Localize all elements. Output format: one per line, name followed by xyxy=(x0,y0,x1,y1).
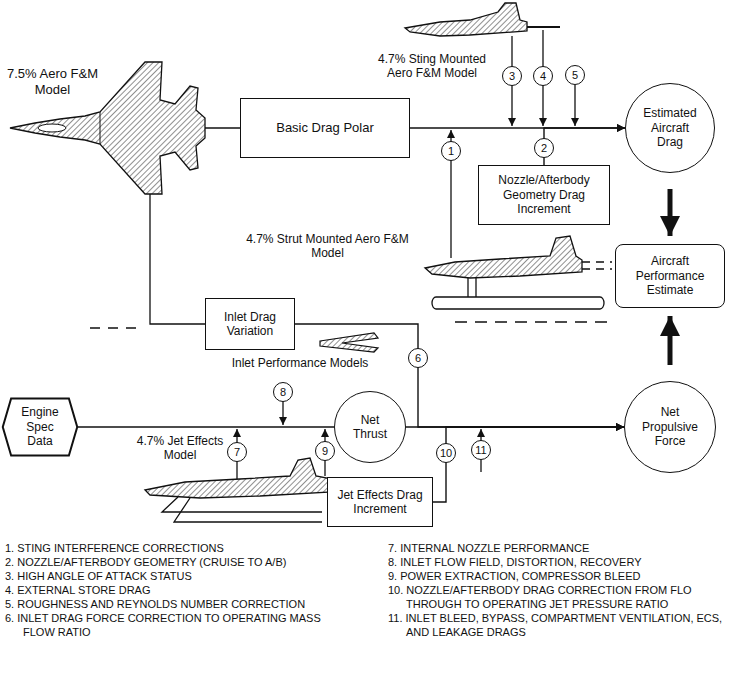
estimate-box: Aircraft Performance Estimate xyxy=(615,244,725,308)
callout-number: 6 xyxy=(408,348,428,368)
model-label: 4.7% Jet Effects Model xyxy=(130,434,230,463)
callout-number: 7 xyxy=(227,442,247,462)
node-text: Net Thrust xyxy=(348,413,392,442)
node-text: Nozzle/Afterbody Geometry Drag Increment xyxy=(488,173,600,216)
strut-model xyxy=(425,236,582,278)
node-text: Jet Effects Drag Increment xyxy=(337,488,423,517)
callout-number: 9 xyxy=(315,441,335,461)
note-item: 1. STING INTERFERENCE CORRECTIONS xyxy=(5,541,325,555)
flow-line xyxy=(433,427,624,502)
callout-number: 8 xyxy=(273,382,293,402)
model-label: Inlet Performance Models xyxy=(215,356,385,370)
result-arrow xyxy=(668,189,673,236)
result-arrow xyxy=(668,316,673,365)
notes-column: 1. STING INTERFERENCE CORRECTIONS2. NOZZ… xyxy=(5,541,325,639)
sting-model xyxy=(405,3,527,36)
increment-box: Nozzle/Afterbody Geometry Drag Increment xyxy=(478,165,610,225)
model-label: 4.7% Sting Mounted Aero F&M Model xyxy=(364,52,500,81)
model-label: 4.7% Strut Mounted Aero F&M Model xyxy=(240,232,415,261)
note-item: 5. ROUGHNESS AND REYNOLDS NUMBER CORRECT… xyxy=(5,597,325,611)
process-box: Inlet Drag Variation xyxy=(205,298,295,350)
result-circle: Estimated Aircraft Drag xyxy=(625,83,715,173)
model-label: 7.5% Aero F&M Model xyxy=(5,66,100,97)
note-item: 8. INLET FLOW FIELD, DISTORTION, RECOVER… xyxy=(388,555,726,569)
inlet-model xyxy=(320,333,378,352)
callout-number: 11 xyxy=(471,440,491,460)
flow-line xyxy=(78,426,334,427)
node-text: Estimated Aircraft Drag xyxy=(639,106,701,149)
callout-number: 4 xyxy=(533,66,553,86)
note-item: 4. EXTERNAL STORE DRAG xyxy=(5,583,325,597)
sum-circle: Net Thrust xyxy=(334,391,406,463)
node-text: Engine Spec Data xyxy=(16,405,64,448)
note-item: 7. INTERNAL NOZZLE PERFORMANCE xyxy=(388,541,726,555)
note-item: 9. POWER EXTRACTION, COMPRESSOR BLEED xyxy=(388,569,726,583)
callout-number: 3 xyxy=(502,66,522,86)
node-text: Aircraft Performance Estimate xyxy=(625,254,715,297)
flow-line xyxy=(544,128,625,165)
callout-number: 1 xyxy=(441,141,461,161)
result-circle: Net Propulsive Force xyxy=(624,381,716,473)
process-box: Basic Drag Polar xyxy=(240,98,410,158)
note-item: 2. NOZZLE/AFTERBODY GEOMETRY (CRUISE TO … xyxy=(5,555,325,569)
data-hexagon: Engine Spec Data xyxy=(2,398,78,456)
node-text: Basic Drag Polar xyxy=(276,120,374,136)
node-text: Inlet Drag Variation xyxy=(215,310,285,339)
note-item: 10. NOZZLE/AFTERBODY DRAG CORRECTION FRO… xyxy=(388,583,726,611)
callout-number: 5 xyxy=(565,65,585,85)
note-item: 11. INLET BLEED, BYPASS, COMPARTMENT VEN… xyxy=(388,611,726,639)
jet-effects-model xyxy=(145,458,332,498)
note-item: 3. HIGH ANGLE OF ATTACK STATUS xyxy=(5,569,325,583)
notes-column: 7. INTERNAL NOZZLE PERFORMANCE8. INLET F… xyxy=(388,541,726,639)
increment-box: Jet Effects Drag Increment xyxy=(327,477,433,527)
callout-number: 2 xyxy=(534,138,554,158)
callout-number: 10 xyxy=(436,443,456,463)
node-text: Net Propulsive Force xyxy=(638,405,702,448)
note-item: 6. INLET DRAG FORCE CORRECTION TO OPERAT… xyxy=(5,611,325,639)
